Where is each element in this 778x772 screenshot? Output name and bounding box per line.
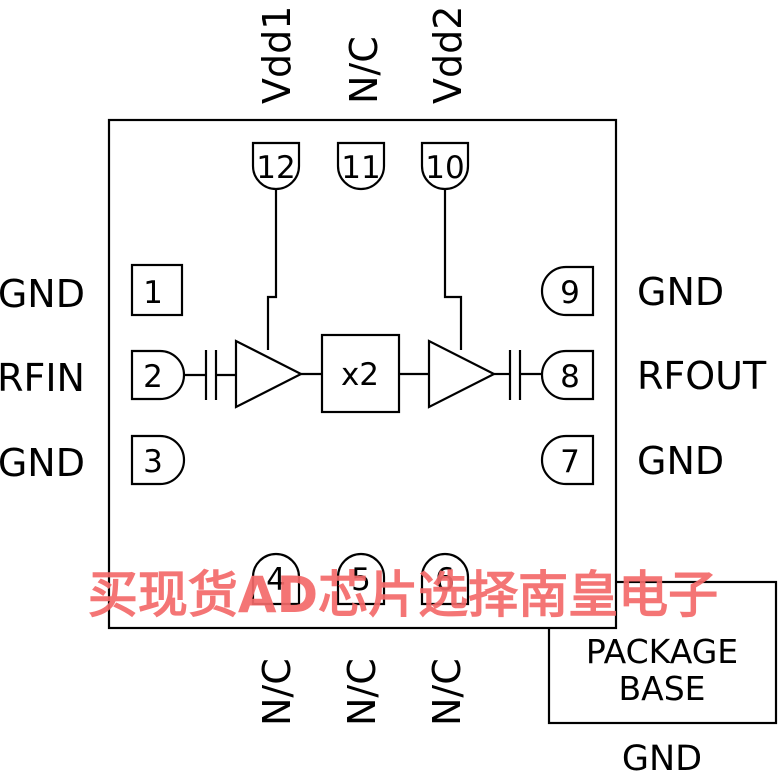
label-vdd2: Vdd2	[426, 6, 470, 104]
package-base-line1: PACKAGE	[586, 632, 738, 671]
label-gnd-7: GND	[637, 439, 724, 483]
pin-12: 12	[251, 141, 301, 191]
label-nc-4: N/C	[255, 658, 299, 726]
label-gnd-9: GND	[637, 270, 724, 314]
pin-7: 7	[540, 434, 595, 486]
package-base-line2: BASE	[618, 669, 705, 708]
label-rfout: RFOUT	[637, 354, 767, 398]
pin-1: 1	[130, 263, 184, 317]
label-gnd-3: GND	[0, 441, 85, 485]
pin-6-number: 6	[435, 562, 455, 598]
pin-10: 10	[420, 141, 470, 191]
pin-8: 8	[540, 349, 595, 401]
pin-3: 3	[130, 434, 186, 486]
vdd2-bias-line	[443, 189, 463, 350]
pin-6: 6	[420, 552, 470, 606]
pin-10-number: 10	[425, 150, 464, 186]
pin-9: 9	[540, 265, 595, 317]
pin-7-number: 7	[560, 444, 580, 480]
pin-2-number: 2	[143, 359, 163, 395]
pin-5-number: 5	[351, 562, 371, 598]
amplifier-2-triangle	[427, 339, 497, 409]
pin-3-number: 3	[143, 444, 163, 480]
pin-2: 2	[130, 349, 186, 401]
pin-1-number: 1	[143, 275, 163, 311]
package-base-gnd-label: GND	[622, 739, 702, 772]
signal-path	[184, 189, 542, 414]
pin-4: 4	[251, 552, 301, 606]
label-rfin: RFIN	[0, 356, 85, 400]
label-nc-6: N/C	[425, 658, 469, 726]
amplifier-1-triangle	[234, 339, 304, 409]
pin-8-number: 8	[560, 359, 580, 395]
pin-12-number: 12	[256, 150, 295, 186]
label-nc-5: N/C	[340, 658, 384, 726]
pin-9-number: 9	[560, 275, 580, 311]
watermark-text: 买现货AD芯片选择南皇电子	[88, 566, 718, 624]
pin-5: 5	[336, 552, 386, 606]
label-nc-11: N/C	[342, 36, 386, 104]
label-gnd-1: GND	[0, 272, 85, 316]
package-base: PACKAGE BASE GND	[547, 580, 778, 772]
pin-11-number: 11	[341, 150, 380, 186]
multiplier-box	[320, 333, 401, 414]
label-vdd1: Vdd1	[255, 6, 299, 104]
pin-4-number: 4	[266, 562, 286, 598]
vdd1-bias-line	[266, 189, 278, 350]
pin-11: 11	[336, 141, 386, 191]
multiplier-label: x2	[341, 357, 379, 393]
